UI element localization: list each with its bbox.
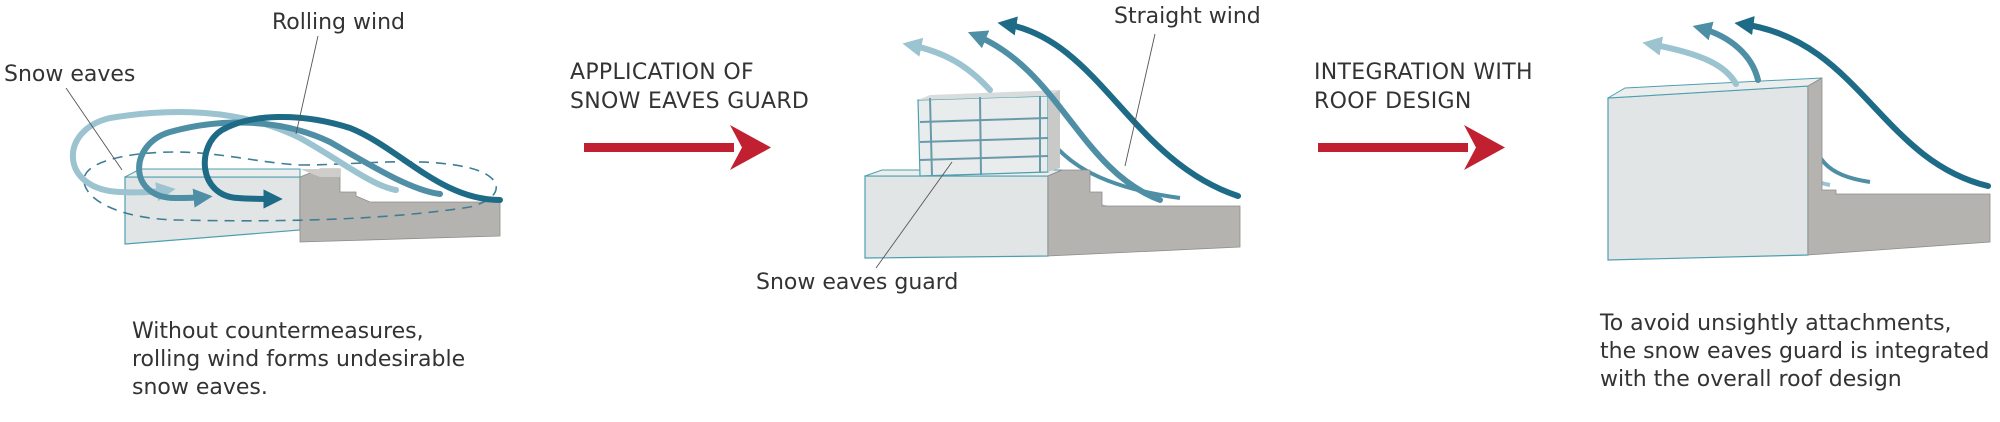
caption-without-countermeasures: Without countermeasures, rolling wind fo… bbox=[132, 318, 465, 402]
step-label-application: APPLICATION OF SNOW EAVES GUARD bbox=[570, 58, 809, 116]
building-1-parapet-top bbox=[300, 169, 340, 177]
label-snow-eaves-guard: Snow eaves guard bbox=[756, 270, 959, 295]
snow-eaves-leader bbox=[65, 87, 123, 171]
arrow-2-head bbox=[1464, 125, 1505, 170]
guard-rail-3 bbox=[919, 155, 1049, 161]
label-snow-eaves: Snow eaves bbox=[4, 62, 136, 87]
guard-top bbox=[918, 90, 1060, 100]
guard-rail-2 bbox=[919, 137, 1049, 143]
snow-eaves-outline bbox=[83, 151, 498, 222]
building-3-side-face bbox=[1807, 77, 1991, 256]
step-2-line-1: INTEGRATION WITH bbox=[1314, 60, 1533, 85]
integrated-wind-dark bbox=[1734, 16, 1991, 189]
building-1 bbox=[124, 168, 501, 245]
step-1-line-2: SNOW EAVES GUARD bbox=[570, 89, 810, 114]
straight-wind-leader bbox=[1124, 33, 1156, 167]
caption-left-line-1: Without countermeasures, bbox=[132, 319, 424, 344]
panel-without-countermeasures bbox=[65, 35, 503, 245]
integrated-wind-mid bbox=[1692, 21, 1761, 83]
guard-rail-1 bbox=[919, 117, 1049, 123]
guard-panel bbox=[917, 95, 1049, 177]
integrated-wind-light bbox=[1642, 36, 1739, 87]
transition-arrow-2 bbox=[1318, 125, 1505, 170]
arrow-1-shaft bbox=[584, 143, 734, 152]
guard-side bbox=[1048, 90, 1060, 172]
caption-right-line-2: the snow eaves guard is integrated bbox=[1600, 339, 1990, 364]
arrow-1-head bbox=[730, 125, 771, 170]
rolling-wind-leader bbox=[295, 35, 319, 135]
panel-integrated-roof bbox=[1607, 16, 1991, 261]
building-3 bbox=[1607, 77, 1991, 261]
building-3-front-face bbox=[1607, 85, 1809, 261]
rolling-wind-light bbox=[70, 109, 399, 202]
guard-post-2 bbox=[979, 96, 982, 176]
transition-arrow-1 bbox=[584, 125, 771, 170]
rolling-wind-dark bbox=[201, 114, 503, 209]
step-1-line-1: APPLICATION OF bbox=[570, 60, 754, 85]
building-1-roof bbox=[124, 168, 301, 178]
label-rolling-wind: Rolling wind bbox=[272, 10, 406, 35]
panel-with-guard bbox=[864, 16, 1241, 269]
caption-right-line-3: with the overall roof design bbox=[1600, 367, 1902, 392]
snow-eaves-guard-leader bbox=[875, 161, 953, 269]
arrow-2-shaft bbox=[1318, 143, 1468, 152]
straight-wind-light bbox=[902, 37, 993, 93]
caption-right-line-1: To avoid unsightly attachments, bbox=[1600, 311, 1952, 336]
guard-post-1 bbox=[929, 97, 933, 177]
caption-left-line-3: snow eaves. bbox=[132, 375, 268, 400]
step-label-integration: INTEGRATION WITH ROOF DESIGN bbox=[1314, 58, 1533, 116]
label-straight-wind: Straight wind bbox=[1114, 4, 1261, 29]
straight-wind-dark bbox=[997, 16, 1241, 199]
snow-eaves-guard-frame bbox=[917, 90, 1060, 177]
rolling-wind-mid bbox=[136, 119, 443, 208]
step-2-line-2: ROOF DESIGN bbox=[1314, 89, 1472, 114]
building-2-side-face bbox=[1047, 169, 1241, 257]
straight-wind-mid bbox=[967, 30, 1163, 203]
building-2 bbox=[864, 169, 1241, 259]
caption-left-line-2: rolling wind forms undesirable bbox=[132, 347, 466, 372]
caption-integrated-design: To avoid unsightly attachments, the snow… bbox=[1600, 310, 1989, 394]
